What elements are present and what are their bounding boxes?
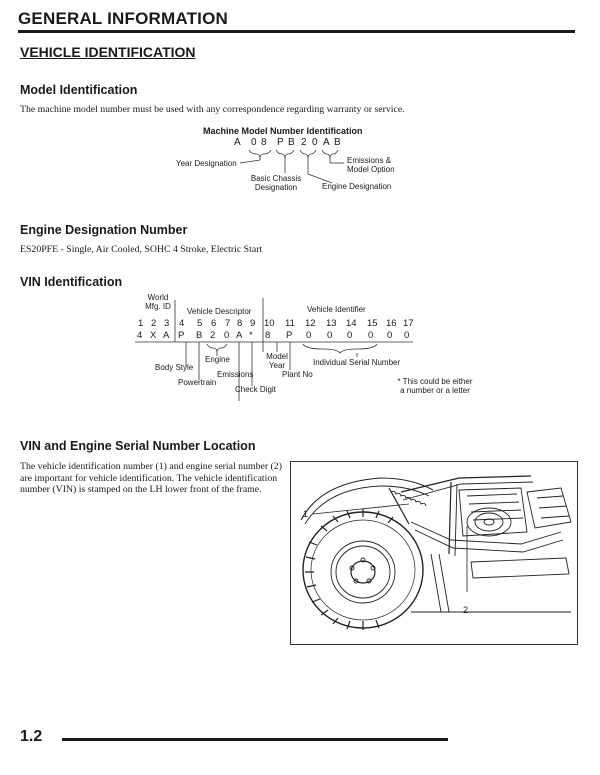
- label-engine-designation: Engine Designation: [322, 182, 392, 191]
- vin-character: P: [286, 330, 293, 341]
- model-char: 8: [261, 137, 267, 148]
- vin-position-number: 9: [250, 318, 256, 329]
- vin-position-number: 10: [264, 318, 275, 329]
- model-identification-text: The machine model number must be used wi…: [20, 104, 405, 115]
- model-diagram-lines: [239, 149, 344, 184]
- vin-character: 4: [137, 330, 143, 341]
- vin-character: A: [163, 330, 170, 341]
- vin-position-number: 5: [197, 318, 203, 329]
- vin-position-number: 16: [386, 318, 397, 329]
- serial-location-line: number (VIN) is stamped on the LH lower …: [20, 484, 262, 495]
- vin-position-number: 11: [285, 318, 295, 329]
- vin-character: 0: [327, 330, 333, 341]
- chapter-rule: [18, 30, 575, 33]
- model-char: A: [234, 137, 241, 148]
- model-identification-heading: Model Identification: [20, 83, 138, 97]
- vin-serial-label: Individual Serial Number: [313, 358, 401, 367]
- vin-position-number: 6: [211, 318, 217, 329]
- model-char: B: [334, 137, 341, 148]
- vin-world-line2: Mfg. ID: [145, 301, 171, 311]
- model-char: 0: [251, 137, 257, 148]
- vin-model-year-label: Model Year: [262, 352, 292, 370]
- engine-designation-text: ES20PFE - Single, Air Cooled, SOHC 4 Str…: [20, 244, 263, 255]
- model-char: 0: [312, 137, 318, 148]
- vin-world-mfg-label: World Mfg. ID: [143, 293, 173, 311]
- vin-position-number: 17: [403, 318, 414, 329]
- vin-position-number: 8: [237, 318, 243, 329]
- vin-character: 0: [387, 330, 393, 341]
- vin-character: 0: [368, 330, 374, 341]
- vin-identification-heading: VIN Identification: [20, 275, 123, 289]
- vin-footnote-line1: * This could be either: [397, 377, 473, 386]
- vin-emissions-label: Emissions: [217, 370, 254, 379]
- model-char: B: [288, 137, 295, 148]
- vin-identifier-label: Vehicle Identifier: [307, 305, 366, 314]
- figure-callout-2: 2: [463, 605, 469, 615]
- vin-model-year-line1: Model: [266, 352, 288, 361]
- vin-position-number: 2: [151, 318, 157, 329]
- vin-character: 0: [347, 330, 353, 341]
- engine-designation-heading: Engine Designation Number: [20, 223, 188, 237]
- model-char: P: [277, 137, 284, 148]
- vin-position-number: 12: [305, 318, 316, 329]
- model-char: A: [323, 137, 330, 148]
- vin-position-number: 14: [346, 318, 357, 329]
- section-title: VEHICLE IDENTIFICATION: [20, 44, 196, 60]
- label-year-designation: Year Designation: [176, 159, 237, 168]
- vin-character: A: [236, 330, 243, 341]
- vin-character: *: [249, 330, 253, 341]
- vin-check-digit-label: Check Digit: [235, 385, 276, 394]
- vin-character: 0: [404, 330, 410, 341]
- model-char: 2: [301, 137, 307, 148]
- label-basic-chassis-line2: Designation: [254, 182, 298, 192]
- atv-illustration: [300, 475, 572, 630]
- vin-character: B: [196, 330, 203, 341]
- serial-location-text: The vehicle identification number (1) an…: [20, 461, 282, 496]
- vin-footnote: * This could be either a number or a let…: [385, 377, 485, 395]
- label-emissions-line2: Model Option: [347, 164, 395, 174]
- label-emissions-model: Emissions & Model Option: [347, 156, 395, 174]
- serial-location-line: are important for vehicle identification…: [20, 472, 278, 484]
- figure-callout-1: 1: [303, 509, 309, 519]
- vin-character: 8: [265, 330, 271, 341]
- vin-character: 2: [210, 330, 216, 341]
- atv-figure: 1 2: [290, 461, 578, 645]
- vin-position-number: 13: [326, 318, 337, 329]
- label-basic-chassis-line1: Basic Chassis: [250, 174, 302, 183]
- vin-position-number: 7: [225, 318, 231, 329]
- vin-footnote-line2: a number or a letter: [400, 385, 470, 395]
- vin-engine-label: Engine: [205, 355, 230, 364]
- vin-powertrain-label: Powertrain: [178, 378, 217, 387]
- vin-descriptor-label: Vehicle Descriptor: [187, 307, 252, 316]
- vin-character: X: [150, 330, 157, 341]
- chapter-title: GENERAL INFORMATION: [18, 9, 228, 28]
- page-number: 1.2: [20, 728, 43, 745]
- model-diagram-title: Machine Model Number Identification: [203, 126, 363, 136]
- vin-body-style-label: Body Style: [155, 363, 194, 372]
- vin-diagram-lines: [135, 298, 413, 401]
- vin-world-line1: World: [147, 293, 169, 302]
- vin-character: P: [178, 330, 185, 341]
- vin-plant-no-label: Plant No: [282, 370, 313, 379]
- serial-location-heading: VIN and Engine Serial Number Location: [20, 439, 256, 453]
- vin-position-number: 15: [367, 318, 378, 329]
- label-basic-chassis: Basic Chassis Designation: [246, 174, 306, 192]
- vin-model-year-line2: Year: [268, 360, 286, 370]
- serial-location-line: The vehicle identification number (1) an…: [20, 461, 282, 472]
- vin-character: 0: [224, 330, 230, 341]
- vin-position-number: 1: [138, 318, 144, 329]
- footer-rule: [62, 738, 448, 741]
- vin-position-number: 4: [179, 318, 185, 329]
- label-emissions-line1: Emissions &: [347, 156, 392, 165]
- vin-position-number: 3: [164, 318, 170, 329]
- vin-character: 0: [306, 330, 312, 341]
